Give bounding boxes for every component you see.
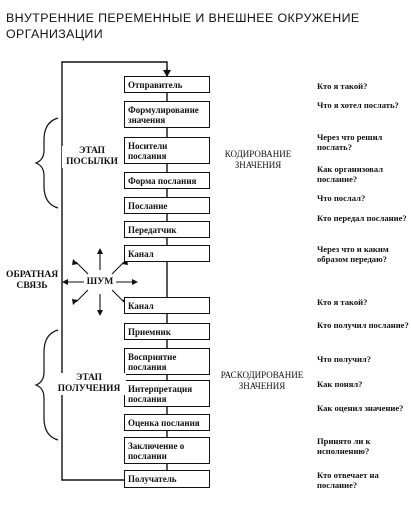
- box-transmitter-label: Передатчик: [128, 224, 177, 235]
- box-message-form: Форма послания: [124, 172, 210, 189]
- box-receiver: Приемник: [124, 323, 210, 340]
- stage-sending-line-2: ПОСЫЛКИ: [66, 157, 118, 167]
- box-channel-receive: Канал: [124, 297, 210, 314]
- stage-receiving-label: ЭТАП ПОЛУЧЕНИЯ: [52, 373, 126, 395]
- stage-receiving-line-1: ЭТАП: [76, 373, 102, 383]
- question-8: Кто я такой?: [317, 297, 368, 307]
- box-message-carriers: Носители послания: [124, 137, 210, 164]
- diagram-title: ВНУТРЕННИЕ ПЕРЕМЕННЫЕ И ВНЕШНЕЕ ОКРУЖЕНИ…: [6, 10, 411, 42]
- question-3: Через что решил послать?: [317, 132, 383, 152]
- box-receiver-label: Приемник: [128, 326, 171, 337]
- box-perception-label: Восприятие послания: [128, 351, 177, 372]
- box-channel-send-label: Канал: [128, 248, 154, 259]
- question-1: Кто я такой?: [317, 81, 368, 91]
- box-message-form-label: Форма послания: [128, 175, 197, 186]
- feedback-line-1: ОБРАТНАЯ: [6, 269, 59, 280]
- question-7: Через что и каким образом передаю?: [317, 244, 389, 264]
- box-sender-label: Отправитель: [128, 79, 183, 90]
- box-recipient: Получатель: [124, 470, 210, 488]
- stage-sending-label: ЭТАП ПОСЫЛКИ: [62, 146, 122, 168]
- box-perception: Восприятие послания: [124, 348, 210, 375]
- encoding-line-1: КОДИРОВАНИЕ: [224, 149, 292, 159]
- title-line-1: ВНУТРЕННИЕ ПЕРЕМЕННЫЕ И ВНЕШНЕЕ ОКРУЖЕНИ…: [6, 11, 360, 25]
- box-interpretation: Интерпретация послания: [124, 380, 210, 407]
- noise-label: ШУМ: [86, 276, 114, 287]
- question-6: Кто передал послание?: [317, 213, 407, 223]
- box-channel-send: Канал: [124, 245, 210, 262]
- box-formulate-meaning: Формулирование значения: [124, 101, 210, 128]
- question-13: Принято ли к исполнению?: [317, 436, 371, 456]
- box-message-carriers-label: Носители послания: [128, 140, 168, 161]
- box-transmitter: Передатчик: [124, 221, 210, 238]
- box-conclusion: Заключение о послании: [124, 437, 210, 464]
- box-channel-receive-label: Канал: [128, 300, 154, 311]
- feedback-label: ОБРАТНАЯ СВЯЗЬ: [6, 269, 58, 291]
- box-message-label: Послание: [128, 200, 168, 211]
- box-sender: Отправитель: [124, 76, 210, 93]
- decoding-label: РАСКОДИРОВАНИЕ ЗНАЧЕНИЯ: [212, 370, 312, 392]
- question-11: Как понял?: [317, 379, 363, 389]
- question-4: Как организовал послание?: [317, 164, 384, 184]
- question-14: Кто отвечает на послание?: [317, 470, 379, 490]
- question-2: Что я хотел послать?: [317, 100, 399, 110]
- encoding-label: КОДИРОВАНИЕ ЗНАЧЕНИЯ: [213, 149, 303, 171]
- title-line-2: ОРГАНИЗАЦИИ: [6, 27, 104, 41]
- decoding-line-1: РАСКОДИРОВАНИЕ: [220, 370, 304, 380]
- encoding-line-2: ЗНАЧЕНИЯ: [234, 160, 282, 170]
- box-evaluation-label: Оценка послания: [128, 417, 200, 428]
- box-evaluation: Оценка послания: [124, 414, 210, 431]
- question-5: Что послал?: [317, 193, 366, 203]
- box-interpretation-label: Интерпретация послания: [128, 383, 193, 404]
- decoding-line-2: ЗНАЧЕНИЯ: [238, 381, 286, 391]
- feedback-line-2: СВЯЗЬ: [16, 280, 48, 291]
- question-12: Как оценил значение?: [317, 403, 404, 413]
- box-message: Послание: [124, 197, 210, 214]
- box-formulate-meaning-label: Формулирование значения: [128, 104, 199, 125]
- stage-sending-line-1: ЭТАП: [79, 146, 105, 156]
- question-9: Кто получил послание?: [317, 320, 409, 330]
- box-conclusion-label: Заключение о послании: [128, 440, 185, 461]
- box-recipient-label: Получатель: [128, 474, 177, 484]
- question-10: Что получил?: [317, 354, 372, 364]
- stage-receiving-line-2: ПОЛУЧЕНИЯ: [57, 384, 121, 394]
